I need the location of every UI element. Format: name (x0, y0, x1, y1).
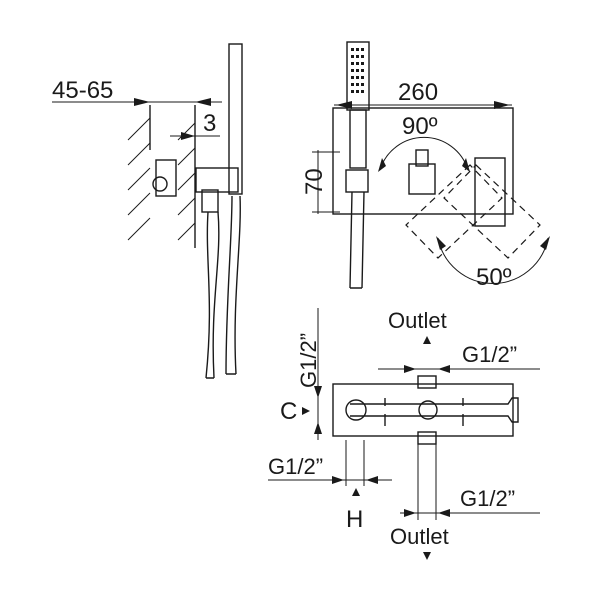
rotation-bottom-label: 50º (476, 264, 512, 291)
lever-rotated-dashed-right (443, 164, 541, 259)
shower-nozzle-grid (351, 48, 364, 93)
lever-rotated-dashed-left (405, 164, 503, 259)
hose-front (349, 191, 365, 289)
offset-label: 3 (203, 110, 216, 137)
mounting-marks (384, 398, 464, 426)
rotation-bottom-arc (437, 237, 549, 284)
thread-right-top-arrow-left (404, 365, 416, 373)
valve-left (345, 399, 367, 421)
spout-top (350, 397, 519, 423)
hand-shower-handle (349, 109, 367, 169)
top-view: Outlet Outlet G1/2” C G1/2” G1/ (268, 308, 540, 560)
thread-left-vertical-label: G1/2” (296, 333, 321, 388)
lever-top (415, 149, 429, 167)
thread-right-top-label: G1/2” (462, 342, 517, 367)
cold-label: C (280, 398, 297, 425)
outlet-top-label: Outlet (388, 308, 447, 333)
height-label: 70 (301, 168, 328, 195)
holder-bracket (195, 167, 239, 193)
outlet-bottom-arrow (423, 552, 431, 560)
outlet-top-arrow (423, 336, 431, 344)
thread-right-top-arrow-right (438, 365, 450, 373)
rotation-bottom-arrow-right (540, 236, 550, 250)
rotation-top-arc (379, 137, 469, 171)
hand-shower-holder (345, 169, 369, 193)
thread-left-vertical-arrow (314, 386, 322, 398)
lever-base (408, 163, 436, 195)
rotation-top-label: 90º (402, 113, 438, 140)
hot-arrow (352, 488, 360, 496)
thread-right-bottom-label: G1/2” (460, 486, 515, 511)
thread-left-bottom-label: G1/2” (268, 454, 323, 479)
offset-arrow (181, 132, 195, 140)
rotation-top-arrow-left (378, 158, 386, 172)
width-arrow-right (494, 101, 510, 109)
width-arrow-left (336, 101, 352, 109)
outlet-stub-top (417, 375, 437, 389)
thread-right-bottom-arrow-left (404, 509, 416, 517)
hot-label: H (346, 506, 363, 533)
mixer-handle-knob (152, 176, 168, 192)
outlet-bottom-label: Outlet (390, 524, 449, 549)
hand-shower-side (228, 43, 243, 195)
rotation-top-arrow-right (462, 158, 470, 172)
hose (205, 195, 241, 379)
wall-hatching (127, 117, 196, 241)
mixer-body-top (332, 383, 514, 437)
thread-left-vertical-arrow-b (314, 422, 322, 434)
wall-depth-arrow-left (134, 98, 150, 106)
outlet-stub-bottom (417, 431, 437, 445)
thread-right-bottom-arrow-right (438, 509, 450, 517)
hose-connector (201, 189, 219, 213)
side-view: 45-65 3 (52, 43, 243, 379)
mixer-body-front (332, 107, 514, 215)
thread-left-bottom-arrow-left (332, 476, 344, 484)
wall-depth-label: 45-65 (52, 77, 113, 104)
front-view: 260 70 90º 50º (301, 41, 550, 291)
cold-arrow (302, 407, 310, 415)
width-label: 260 (398, 79, 438, 106)
rotation-bottom-arrow-left (436, 236, 446, 250)
wall-depth-arrow-right (195, 98, 211, 106)
valve-center (418, 400, 438, 420)
thread-left-bottom-arrow-right (366, 476, 378, 484)
